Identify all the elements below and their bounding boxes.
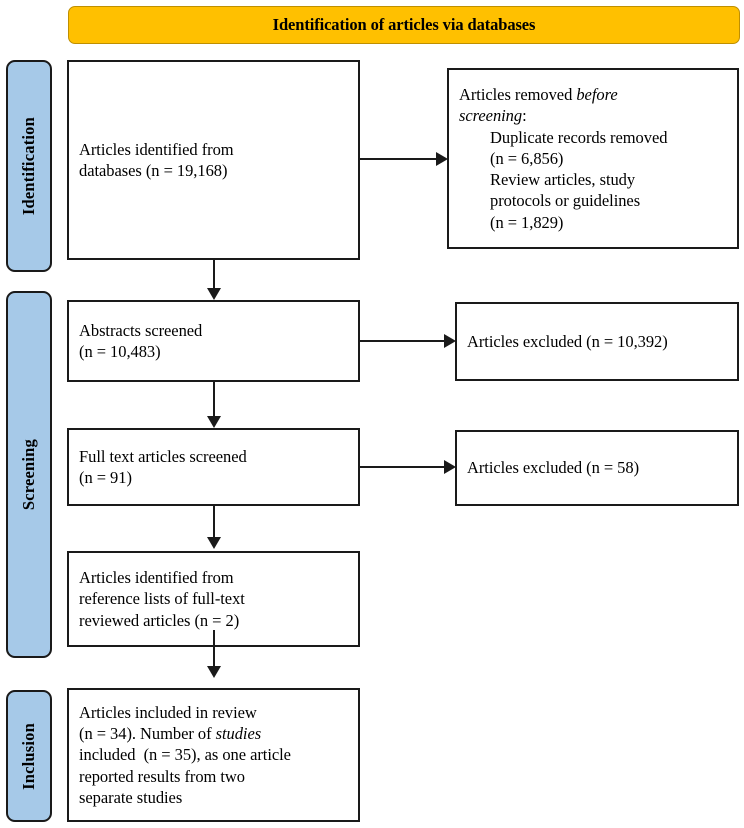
node-abstracts-screened-text: Abstracts screened (n = 10,483) — [69, 320, 358, 363]
node-articles-included-line1: Articles included in review — [79, 702, 257, 722]
connector-fulltext-to-reference-line — [213, 506, 216, 539]
connector-identified-to-removed-line — [360, 158, 437, 161]
node-articles-removed-item2-line1: Review articles, study — [490, 170, 636, 190]
node-articles-included-text: Articles included in review(n = 34). Num… — [69, 702, 358, 808]
connector-reference-to-included-arrowhead — [207, 666, 221, 678]
stage-label-inclusion-text: Inclusion — [18, 722, 38, 790]
connector-fulltext-to-excluded-line — [360, 466, 445, 469]
node-abstracts-screened-line1: Abstracts screened — [79, 320, 203, 340]
node-articles-excluded-abstracts-text: Articles excluded (n = 10,392) — [467, 331, 668, 351]
connector-abstracts-to-excluded-line — [360, 340, 445, 343]
node-articles-removed-text: Articles removed before screening:Duplica… — [449, 84, 737, 233]
node-articles-excluded-fulltext: Articles excluded (n = 58) — [455, 430, 739, 506]
node-articles-included-line5: separate studies — [79, 787, 183, 807]
connector-fulltext-to-excluded-arrowhead — [444, 460, 456, 474]
connector-reference-to-included-line — [213, 630, 216, 668]
stage-label-identification-text: Identification — [18, 116, 38, 216]
node-abstracts-screened: Abstracts screened (n = 10,483) — [67, 300, 360, 382]
connector-abstracts-to-fulltext-line — [213, 382, 216, 418]
connector-identified-to-abstracts-arrowhead — [207, 288, 221, 300]
node-articles-removed-lead-c: screening — [459, 106, 523, 126]
node-articles-included-line3: included (n = 35), as one article — [79, 745, 291, 765]
node-articles-included-line4: reported results from two — [79, 766, 245, 786]
node-articles-removed-lead-d: : — [522, 106, 527, 126]
stage-label-inclusion: Inclusion — [6, 690, 52, 822]
node-articles-excluded-abstracts: Articles excluded (n = 10,392) — [455, 302, 739, 381]
node-fulltext-screened-text: Full text articles screened (n = 91) — [69, 446, 358, 489]
node-fulltext-screened: Full text articles screened (n = 91) — [67, 428, 360, 506]
node-articles-included: Articles included in review(n = 34). Num… — [67, 688, 360, 822]
diagram-header-banner: Identification of articles via databases — [68, 6, 740, 44]
connector-identified-to-abstracts-line — [213, 260, 216, 290]
node-articles-removed-item2-line3: (n = 1,829) — [490, 212, 564, 232]
diagram-title: Identification of articles via databases — [272, 14, 536, 34]
node-articles-removed-item1-line2: (n = 6,856) — [490, 148, 564, 168]
node-reference-list-articles-line3: reviewed articles (n = 2) — [79, 610, 240, 630]
node-reference-list-articles-line1: Articles identified from — [79, 568, 234, 588]
node-articles-removed-lead-b: before — [576, 85, 618, 105]
node-fulltext-screened-line1: Full text articles screened — [79, 446, 247, 466]
stage-label-screening-text: Screening — [18, 438, 38, 511]
node-articles-removed-lead-a: Articles removed — [459, 85, 577, 105]
node-articles-identified-text: Articles identified from databases (n = 1… — [69, 139, 358, 182]
node-articles-excluded-fulltext-text: Articles excluded (n = 58) — [467, 458, 640, 478]
connector-abstracts-to-excluded-arrowhead — [444, 334, 456, 348]
node-articles-included-line2a: (n = 34). Number of — [79, 724, 216, 744]
node-reference-list-articles-line2: reference lists of full-text — [79, 589, 245, 609]
node-articles-removed-item1-line1: Duplicate records removed — [490, 127, 668, 147]
stage-label-screening: Screening — [6, 291, 52, 658]
node-abstracts-screened-line2: (n = 10,483) — [79, 342, 161, 361]
node-articles-removed: Articles removed before screening:Duplica… — [447, 68, 739, 249]
node-articles-identified: Articles identified from databases (n = 1… — [67, 60, 360, 260]
node-articles-identified-line1: Articles identified from — [79, 139, 234, 159]
node-articles-included-line2b: studies — [215, 724, 262, 744]
node-fulltext-screened-line2: (n = 91) — [79, 468, 132, 487]
node-articles-removed-item1: Duplicate records removed(n = 6,856)Revi… — [459, 127, 727, 233]
connector-identified-to-removed-arrowhead — [436, 152, 448, 166]
connector-abstracts-to-fulltext-arrowhead — [207, 416, 221, 428]
stage-label-identification: Identification — [6, 60, 52, 272]
node-articles-identified-line2: databases (n = 19,168) — [79, 161, 228, 180]
node-articles-removed-item2-line2: protocols or guidelines — [490, 191, 641, 211]
connector-fulltext-to-reference-arrowhead — [207, 537, 221, 549]
